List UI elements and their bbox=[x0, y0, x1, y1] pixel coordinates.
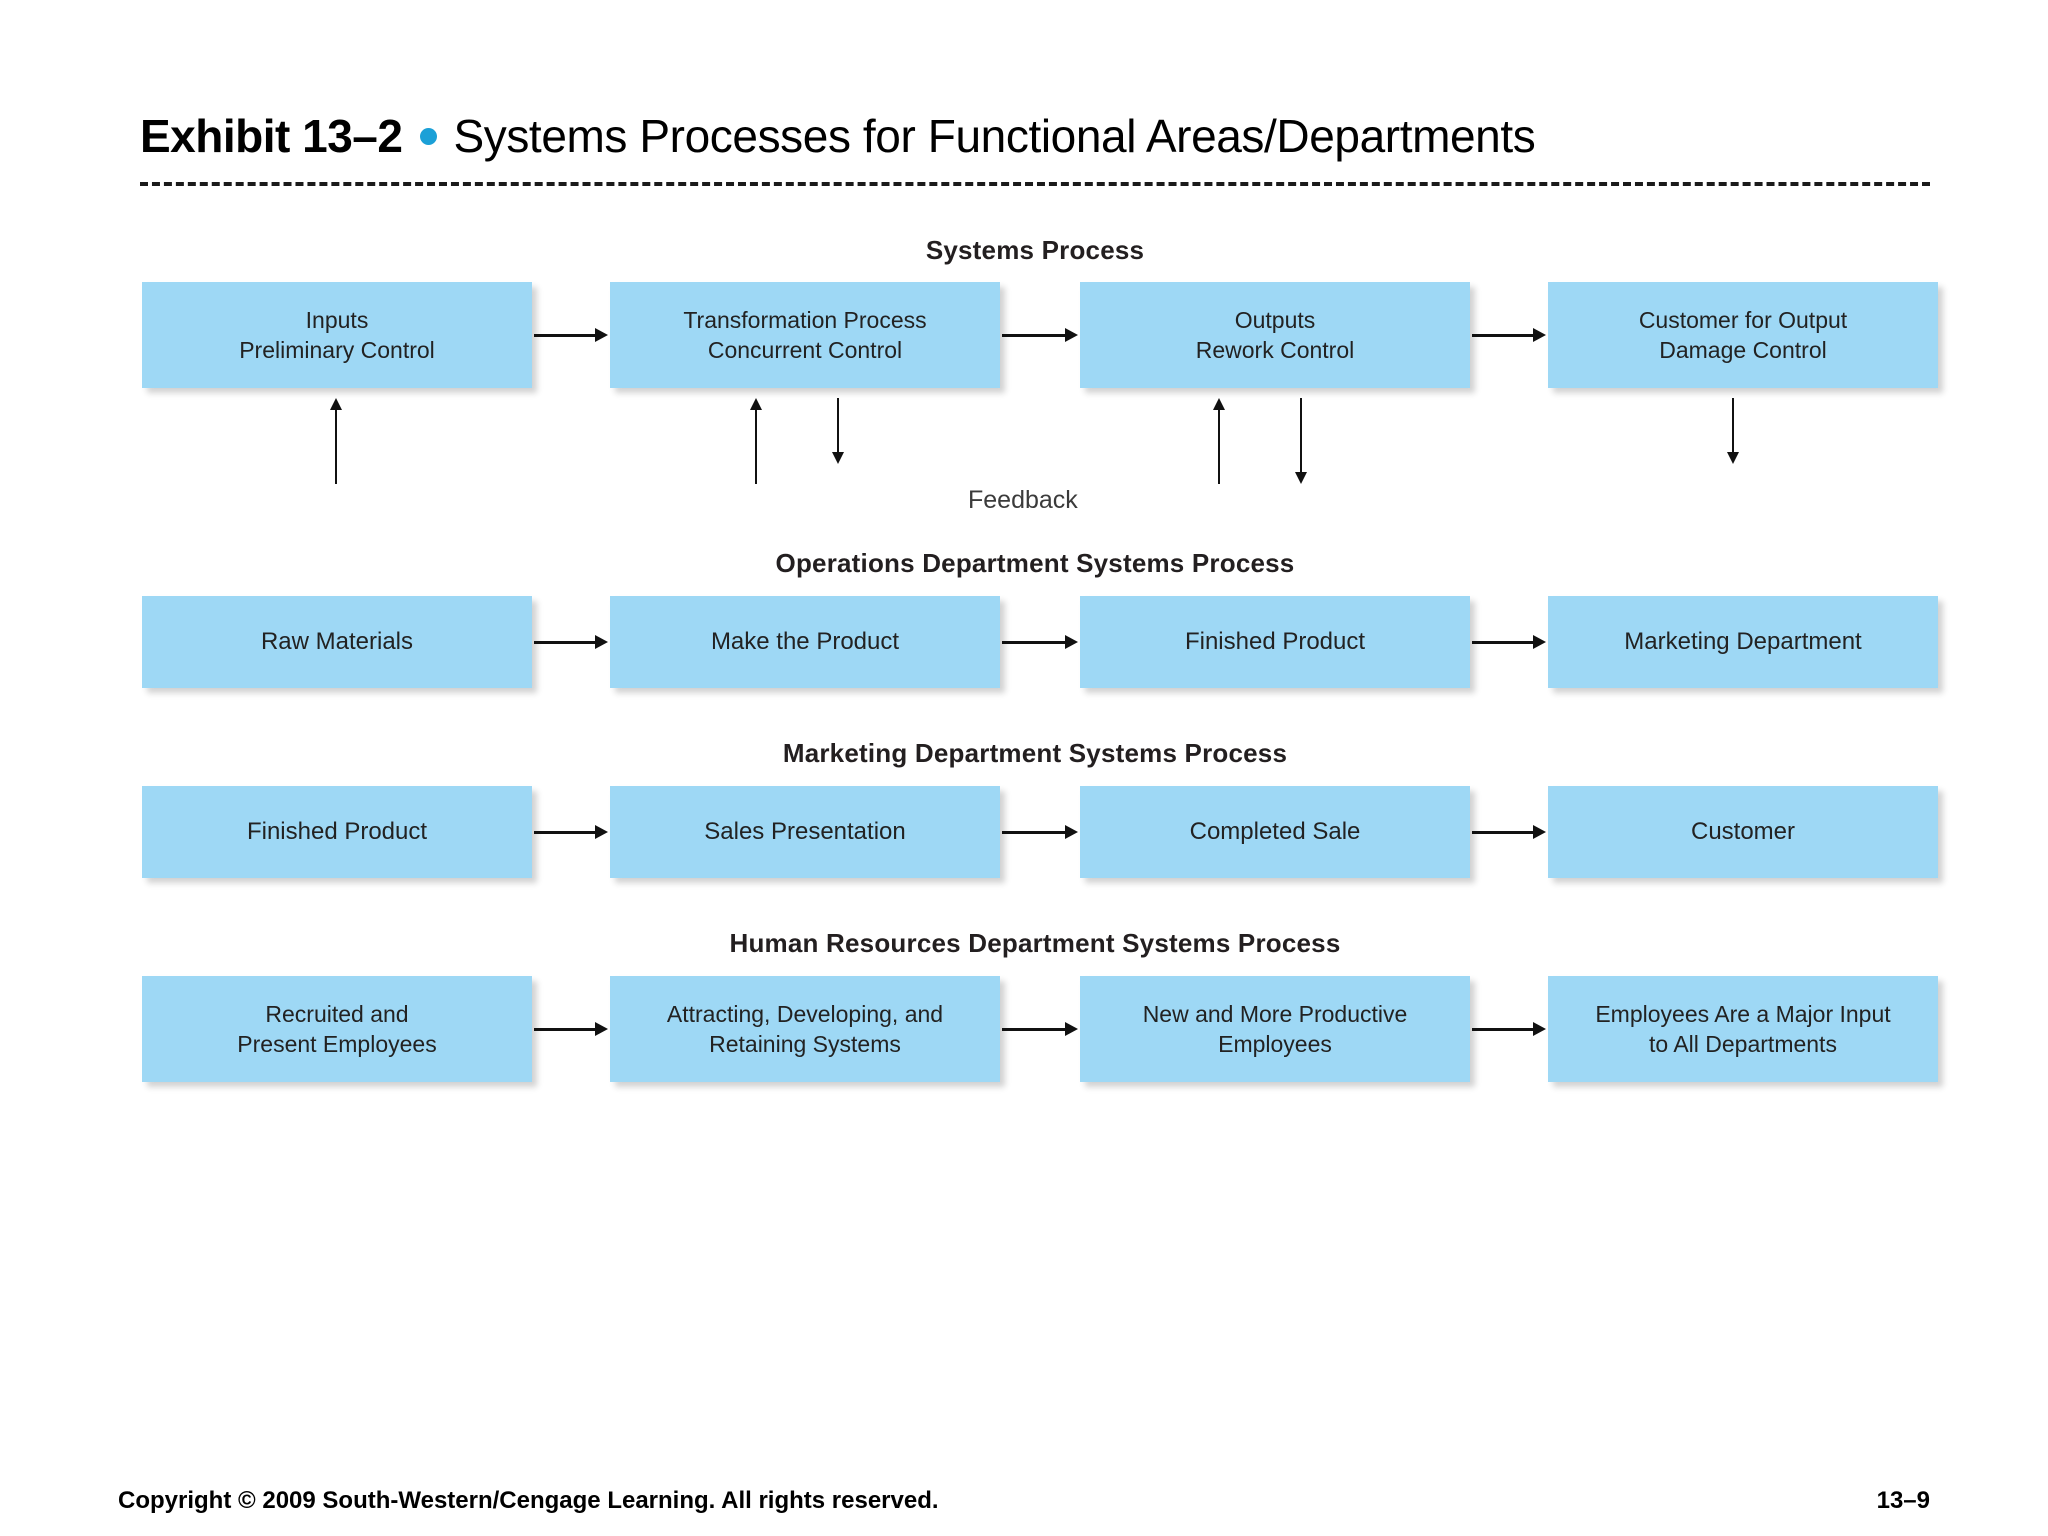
box-line-1: Customer bbox=[1690, 818, 1796, 846]
process-box-transformation-process[interactable]: Transformation Process Concurrent Contro… bbox=[610, 282, 1000, 388]
box-line-1: Inputs bbox=[305, 306, 369, 333]
box-line-2: Damage Control bbox=[1659, 337, 1827, 363]
process-box-attracting-developing-retaining[interactable]: Attracting, Developing, and Retaining Sy… bbox=[610, 976, 1000, 1082]
box-line-1: Employees Are a Major Input bbox=[1595, 1000, 1891, 1027]
footer-page-number: 13–9 bbox=[1876, 1487, 1930, 1514]
footer-copyright: Copyright © 2009 South-Western/Cengage L… bbox=[118, 1487, 939, 1514]
bullet-dot-icon bbox=[420, 127, 438, 145]
process-box-marketing-department[interactable]: Marketing Department bbox=[1548, 596, 1938, 688]
process-box-finished-product-operations[interactable]: Finished Product bbox=[1080, 596, 1470, 688]
box-line-1: Finished Product bbox=[246, 818, 428, 846]
flow-arrow-1-2 bbox=[1002, 328, 1078, 342]
box-line-1: Finished Product bbox=[1184, 628, 1366, 656]
page-title: Exhibit 13–2 Systems Processes for Funct… bbox=[140, 100, 1930, 172]
box-line-1: Completed Sale bbox=[1189, 818, 1361, 846]
box-line-2: Employees bbox=[1218, 1031, 1332, 1057]
feedback-arrow-down-transformation bbox=[832, 398, 844, 464]
feedback-arrow-down-outputs bbox=[1295, 398, 1307, 484]
flow-arrow-4-2 bbox=[1002, 1022, 1078, 1036]
box-line-2: to All Departments bbox=[1649, 1031, 1837, 1057]
flow-arrow-2-2 bbox=[1002, 635, 1078, 649]
title-text: Systems Processes for Functional Areas/D… bbox=[453, 110, 1536, 162]
box-line-1: Make the Product bbox=[710, 628, 900, 656]
title-divider bbox=[140, 182, 1930, 186]
process-box-employees-major-input[interactable]: Employees Are a Major Input to All Depar… bbox=[1548, 976, 1938, 1082]
feedback-arrow-down-customer bbox=[1727, 398, 1739, 464]
process-box-make-the-product[interactable]: Make the Product bbox=[610, 596, 1000, 688]
section-heading-human-resources-department: Human Resources Department Systems Proce… bbox=[729, 928, 1341, 958]
feedback-arrow-up-outputs bbox=[1213, 398, 1225, 484]
section-heading-operations-department: Operations Department Systems Process bbox=[775, 548, 1295, 578]
box-line-1: New and More Productive bbox=[1142, 1000, 1408, 1027]
box-line-2: Concurrent Control bbox=[707, 337, 903, 363]
box-line-1: Transformation Process bbox=[683, 306, 927, 333]
flow-arrow-1-3 bbox=[1472, 328, 1546, 342]
process-box-customer-for-output[interactable]: Customer for Output Damage Control bbox=[1548, 282, 1938, 388]
process-box-completed-sale[interactable]: Completed Sale bbox=[1080, 786, 1470, 878]
flow-arrow-2-1 bbox=[534, 635, 608, 649]
box-line-2: Present Employees bbox=[237, 1031, 437, 1057]
flow-arrow-3-2 bbox=[1002, 825, 1078, 839]
section-heading-systems-process: Systems Process bbox=[925, 235, 1145, 265]
process-box-recruited-and-present-employees[interactable]: Recruited and Present Employees bbox=[142, 976, 532, 1082]
feedback-arrow-up-inputs bbox=[330, 398, 342, 484]
process-box-inputs[interactable]: Inputs Preliminary Control bbox=[142, 282, 532, 388]
box-line-1: Recruited and bbox=[265, 1000, 409, 1027]
box-line-2: Retaining Systems bbox=[709, 1031, 901, 1057]
feedback-arrow-up-transformation bbox=[750, 398, 762, 484]
box-line-1: Marketing Department bbox=[1624, 628, 1862, 656]
box-line-1: Raw Materials bbox=[260, 628, 414, 656]
feedback-label: Feedback bbox=[968, 486, 1078, 514]
flow-arrow-3-1 bbox=[534, 825, 608, 839]
box-line-1: Customer for Output bbox=[1638, 306, 1848, 333]
process-box-outputs[interactable]: Outputs Rework Control bbox=[1080, 282, 1470, 388]
flow-arrow-3-3 bbox=[1472, 825, 1546, 839]
process-box-raw-materials[interactable]: Raw Materials bbox=[142, 596, 532, 688]
flow-arrow-4-1 bbox=[534, 1022, 608, 1036]
box-line-2: Preliminary Control bbox=[239, 337, 435, 363]
exhibit-label: Exhibit 13–2 bbox=[140, 110, 403, 162]
flow-arrow-2-3 bbox=[1472, 635, 1546, 649]
process-box-sales-presentation[interactable]: Sales Presentation bbox=[610, 786, 1000, 878]
section-heading-marketing-department: Marketing Department Systems Process bbox=[782, 738, 1288, 768]
process-box-finished-product-marketing[interactable]: Finished Product bbox=[142, 786, 532, 878]
box-line-1: Outputs bbox=[1234, 306, 1316, 333]
box-line-1: Sales Presentation bbox=[704, 818, 906, 846]
box-line-1: Attracting, Developing, and bbox=[666, 1000, 944, 1027]
process-box-customer[interactable]: Customer bbox=[1548, 786, 1938, 878]
process-box-new-and-more-productive-employees[interactable]: New and More Productive Employees bbox=[1080, 976, 1470, 1082]
flow-arrow-1-1 bbox=[534, 328, 608, 342]
flow-arrow-4-3 bbox=[1472, 1022, 1546, 1036]
box-line-2: Rework Control bbox=[1195, 337, 1355, 363]
